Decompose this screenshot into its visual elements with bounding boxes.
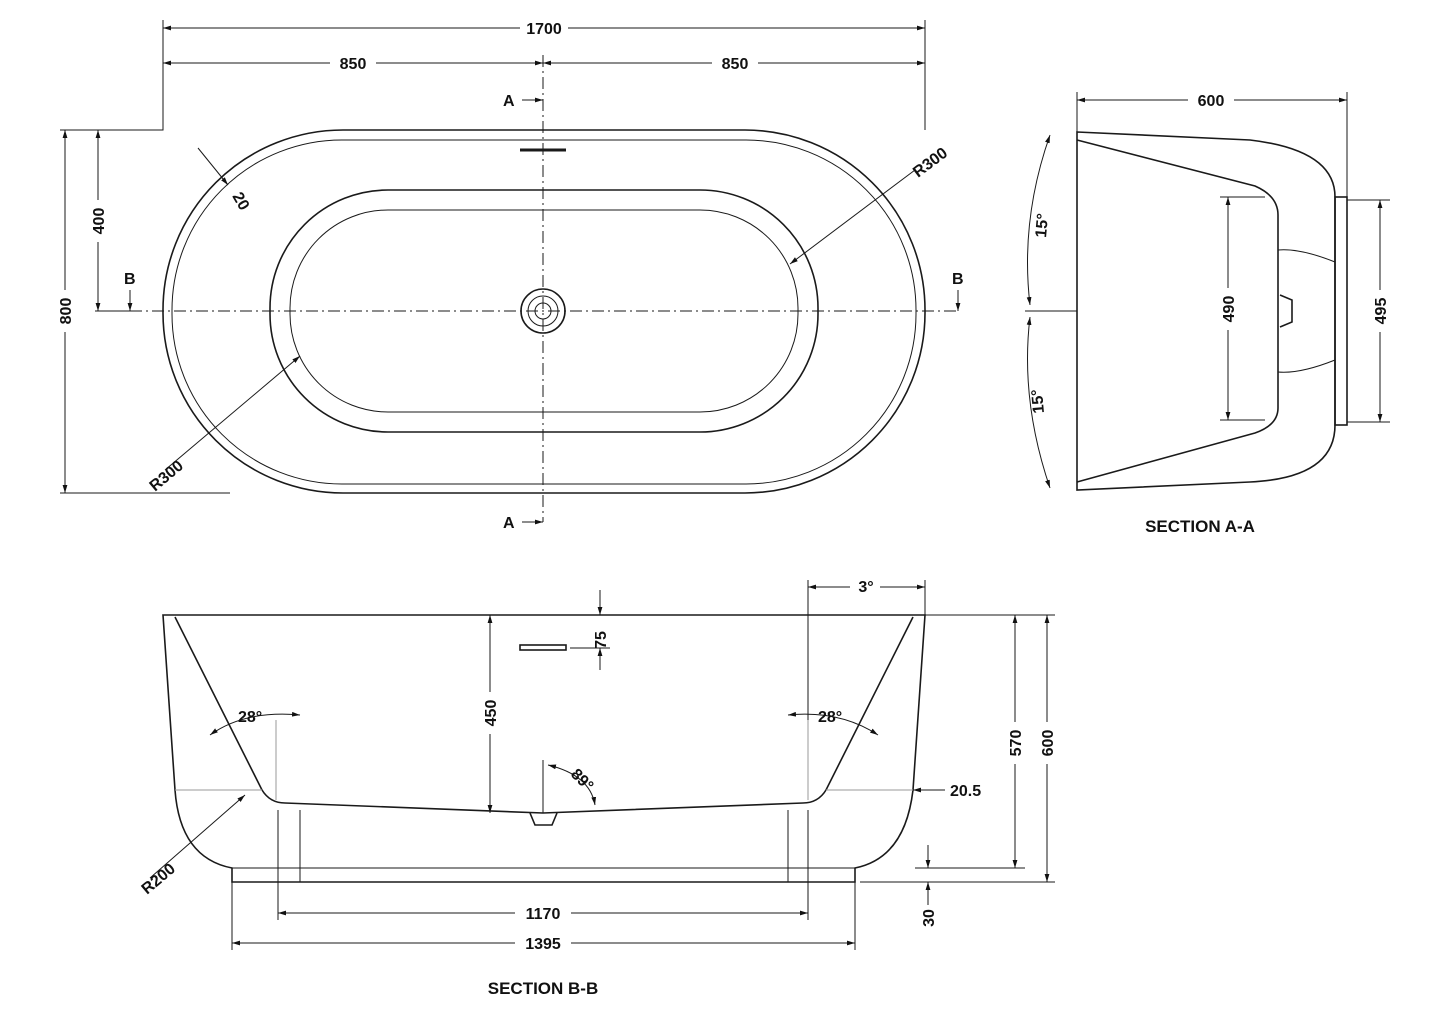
dim-length: 1700 bbox=[526, 21, 562, 38]
dim-height: 600 bbox=[1040, 730, 1057, 757]
dim-half-right: 850 bbox=[722, 56, 749, 73]
dim-inner-a: 490 bbox=[1221, 296, 1238, 323]
dim-plinth: 30 bbox=[921, 909, 938, 927]
angle-floor: 89° bbox=[567, 766, 596, 795]
dim-width: 800 bbox=[58, 298, 75, 325]
dim-base-outer: 1395 bbox=[525, 936, 561, 953]
radius-top: R300 bbox=[910, 145, 951, 182]
section-a-a: 600 490 495 15° 15° SECTION A-A bbox=[1025, 90, 1390, 536]
dim-outer-a: 495 bbox=[1373, 298, 1390, 325]
angle-left: 28° bbox=[238, 709, 262, 726]
dim-half-width: 400 bbox=[91, 208, 108, 235]
plan-view: 1700 850 850 800 400 20 R300 R300 A A B … bbox=[55, 18, 964, 532]
section-marker-a-bottom: A bbox=[503, 515, 515, 532]
dim-floor: 20.5 bbox=[950, 783, 981, 800]
section-b-basin bbox=[174, 616, 914, 814]
section-marker-a-top: A bbox=[503, 93, 515, 110]
section-b-outline bbox=[162, 614, 926, 883]
section-b-title: SECTION B-B bbox=[488, 979, 599, 998]
section-a-outline bbox=[1076, 131, 1336, 491]
angle-bottom-a: 15° bbox=[1029, 389, 1048, 415]
radius-bottom: R300 bbox=[147, 457, 187, 495]
dim-depth-a: 600 bbox=[1198, 93, 1225, 110]
angle-right: 28° bbox=[818, 709, 842, 726]
section-marker-b-left: B bbox=[124, 271, 136, 288]
section-marker-b-right: B bbox=[952, 271, 964, 288]
dim-depth-570: 570 bbox=[1008, 730, 1025, 757]
dim-rim: 20 bbox=[229, 190, 253, 214]
section-b-b: 3° 75 450 570 600 28° 28° 89° 20.5 bbox=[139, 577, 1057, 998]
dim-overflow: 75 bbox=[593, 631, 610, 649]
dim-half-left: 850 bbox=[340, 56, 367, 73]
angle-draft: 3° bbox=[858, 579, 873, 596]
dim-base-inner: 1170 bbox=[526, 906, 561, 923]
angle-top-a: 15° bbox=[1033, 213, 1052, 239]
section-a-title: SECTION A-A bbox=[1145, 517, 1255, 536]
radius-corner: R200 bbox=[139, 860, 179, 898]
overflow-slot bbox=[519, 644, 567, 651]
waste-outlet bbox=[529, 812, 558, 826]
tub-rim-outline bbox=[171, 139, 917, 485]
section-a-basin bbox=[1076, 139, 1279, 483]
dim-inner-depth: 450 bbox=[483, 700, 500, 727]
